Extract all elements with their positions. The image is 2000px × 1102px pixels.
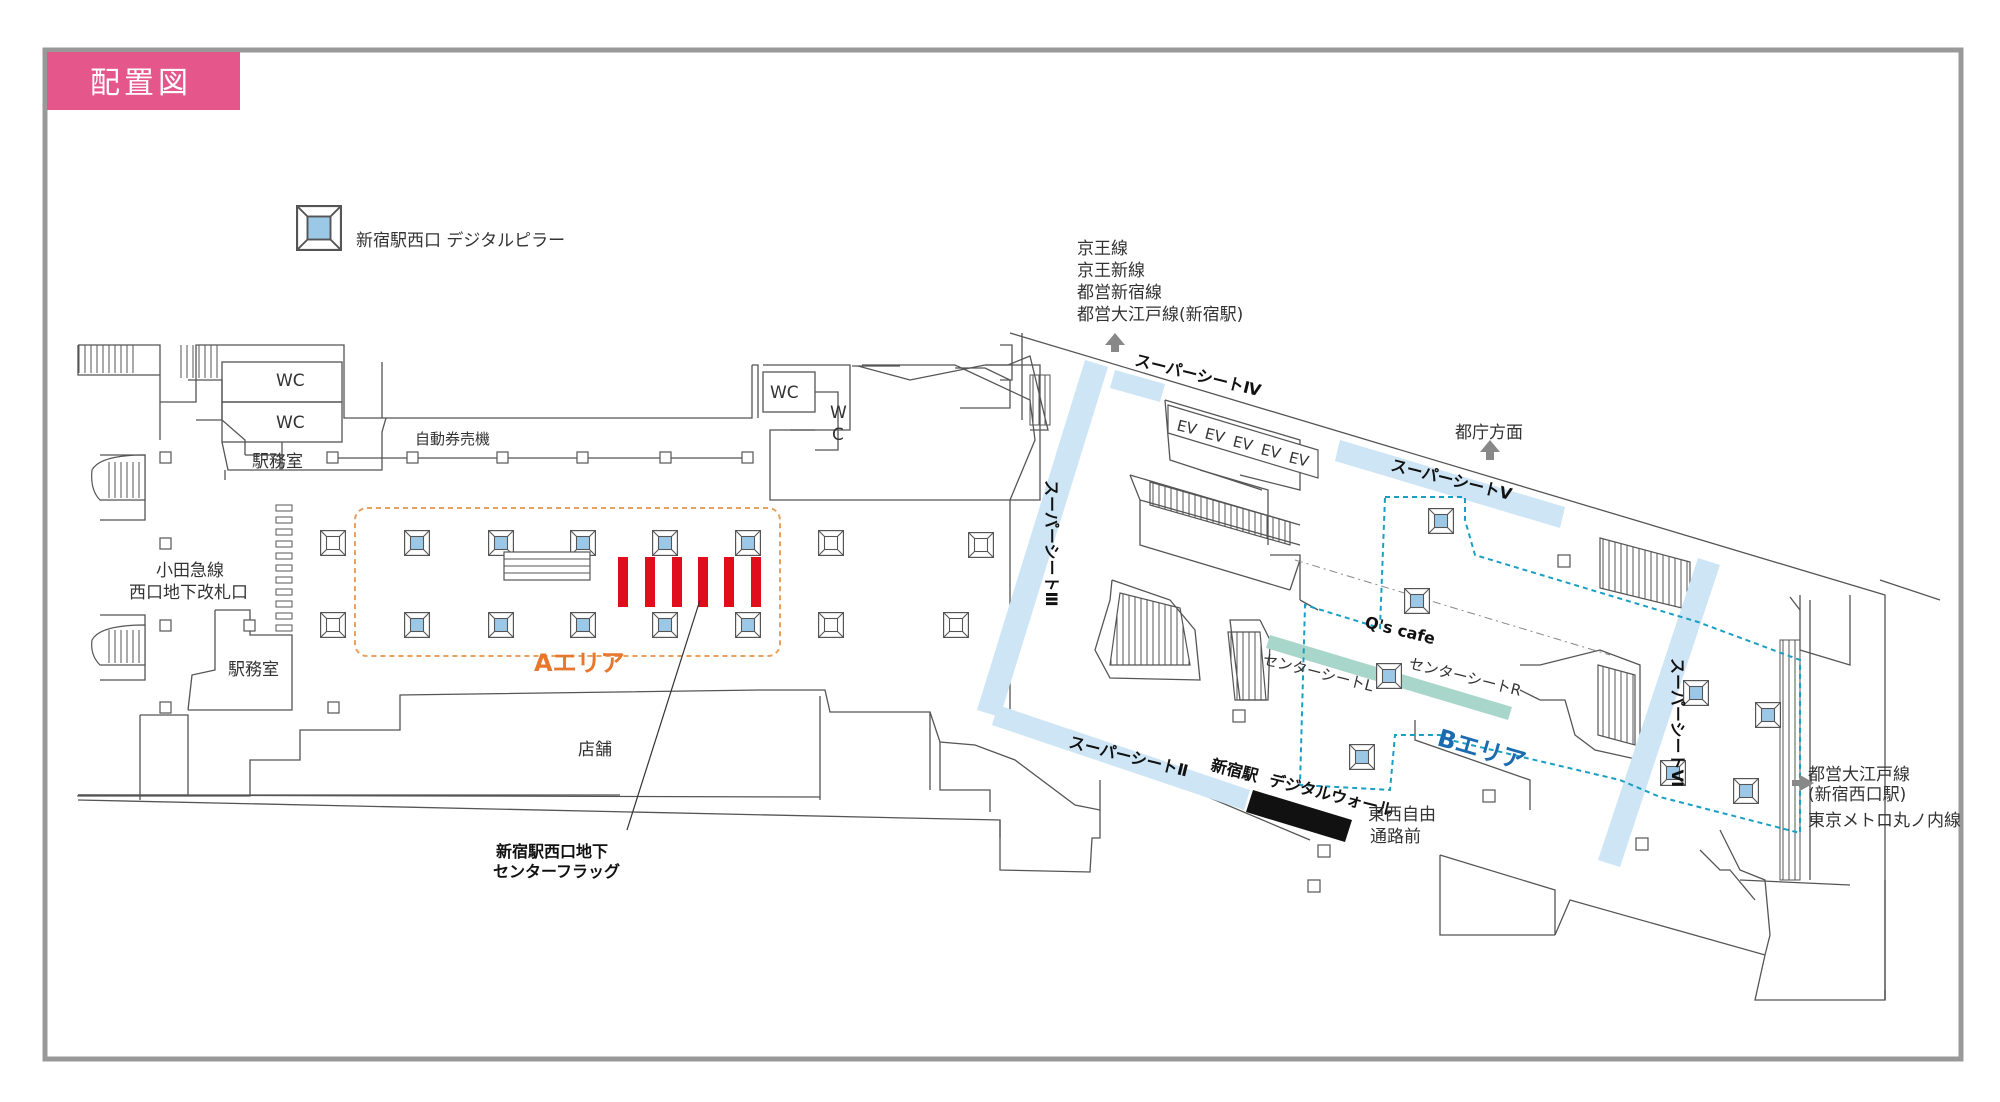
wc-label-2: WC — [276, 413, 305, 433]
elevator-label-1: EV — [1175, 416, 1199, 438]
area-a-outline — [354, 507, 781, 657]
station-office-label-1: 駅務室 — [252, 452, 303, 472]
wc-label-3: WC — [770, 383, 799, 403]
elevator-label-3: EV — [1231, 432, 1255, 454]
title-badge — [47, 52, 240, 110]
keio-line-4: 都営大江戸線(新宿駅) — [1077, 305, 1243, 325]
flag-leader-line — [626, 599, 701, 831]
area-b-outline — [1298, 496, 1801, 835]
ticket-gates — [275, 504, 293, 632]
wc-label-1: WC — [276, 371, 305, 391]
odakyu-label-2: 西口地下改札口 — [129, 583, 248, 603]
station-office-label-2: 駅務室 — [228, 660, 279, 680]
elevator-label-5: EV — [1287, 448, 1311, 470]
ticket-machines-label: 自動券売機 — [415, 430, 490, 448]
map-frame — [42, 47, 1964, 1062]
oedo-line-1: 都営大江戸線 — [1808, 765, 1910, 785]
super-seat-3-label: スーパーシートⅢ — [1042, 480, 1061, 607]
direction-arrows — [1105, 333, 1814, 791]
center-seats — [1266, 635, 1512, 720]
tocho-label: 都庁方面 — [1455, 423, 1523, 443]
center-flags — [618, 557, 761, 607]
shop-label: 店舗 — [578, 740, 612, 760]
legend-label: 新宿駅西口 デジタルピラー — [356, 230, 565, 251]
ticket-machine-row — [326, 451, 754, 464]
cafe-label: Q's cafe — [1363, 612, 1437, 648]
staircase-lower — [91, 624, 146, 666]
elevator-label-4: EV — [1259, 440, 1283, 462]
elevator-label-2: EV — [1203, 424, 1227, 446]
center-flag-label-2: センターフラッグ — [493, 862, 620, 881]
stairs-top-left — [78, 345, 138, 373]
wc-label-4-c: C — [832, 425, 844, 445]
super-seat-6-label: スーパーシートⅥ — [1668, 658, 1687, 787]
area-a-label: Aエリア — [534, 649, 625, 677]
elevator-bank: EV EV EV EV EV — [1167, 404, 1319, 479]
small-posts — [159, 451, 1649, 893]
digital-pillar-icon — [296, 205, 342, 251]
center-axis — [1294, 559, 1611, 656]
keio-line-1: 京王線 — [1077, 239, 1128, 259]
stairs-top — [180, 345, 220, 378]
odakyu-label-1: 小田急線 — [156, 561, 224, 581]
oedo-line-3: 東京メトロ丸ノ内線 — [1808, 811, 1961, 831]
right-hall-stairs — [1029, 374, 1801, 881]
digital-wall — [1246, 790, 1352, 842]
keio-line-3: 都営新宿線 — [1077, 283, 1162, 303]
left-hall-pillars — [320, 530, 994, 638]
wc-label-4-w: W — [830, 403, 847, 423]
east-west-label-1: 東西自由 — [1368, 805, 1436, 825]
keio-line-2: 京王新線 — [1077, 261, 1145, 281]
staircase-upper — [91, 454, 146, 501]
hall-a-stairs — [503, 551, 591, 581]
center-flag-label-1: 新宿駅西口地下 — [496, 842, 608, 861]
super-seats — [977, 360, 1720, 867]
east-west-label-2: 通路前 — [1370, 827, 1421, 847]
map-title: 配置図 — [90, 66, 192, 101]
left-hall-walls — [77, 344, 1101, 873]
area-b-label: Bエリア — [1434, 724, 1529, 776]
oedo-line-2: (新宿西口駅) — [1808, 785, 1906, 805]
